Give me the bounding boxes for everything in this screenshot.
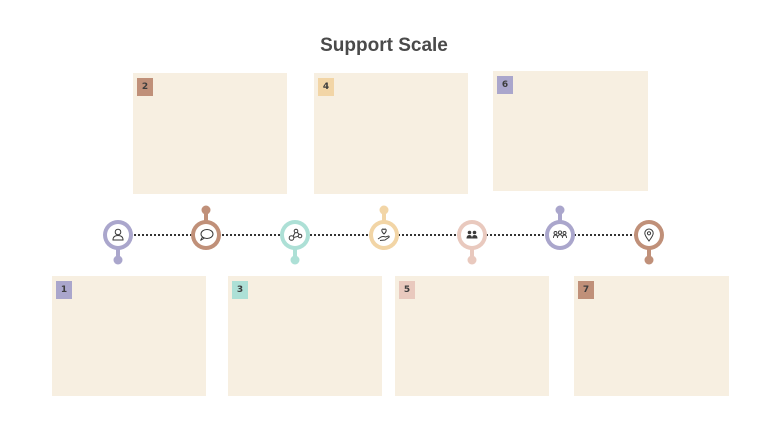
card-step-5: 5 xyxy=(395,276,549,396)
card-step-2: 2 xyxy=(133,73,287,194)
network-icon xyxy=(288,228,303,241)
two-people-icon xyxy=(466,230,478,239)
marker-step-7 xyxy=(633,204,665,266)
step-number-badge: 2 xyxy=(137,78,153,96)
speech-bubble-icon xyxy=(200,229,214,241)
card-step-7: 7 xyxy=(574,276,729,396)
group-icon xyxy=(553,230,567,239)
card-step-6: 6 xyxy=(493,71,648,191)
card-step-3: 3 xyxy=(228,276,382,396)
marker-step-5 xyxy=(456,204,488,266)
location-pin-icon xyxy=(644,228,654,242)
step-number-badge: 4 xyxy=(318,78,334,96)
card-step-1: 1 xyxy=(52,276,206,396)
page-title: Support Scale xyxy=(320,35,448,56)
step-number-badge: 1 xyxy=(56,281,72,299)
step-number-badge: 3 xyxy=(232,281,248,299)
heart-hand-icon xyxy=(377,228,390,241)
marker-step-4 xyxy=(368,204,400,266)
card-step-4: 4 xyxy=(314,73,468,194)
marker-step-6 xyxy=(544,204,576,266)
marker-step-1 xyxy=(102,204,134,266)
marker-step-2 xyxy=(190,204,222,266)
marker-step-3 xyxy=(279,204,311,266)
user-icon xyxy=(112,228,124,241)
step-number-badge: 6 xyxy=(497,76,513,94)
step-number-badge: 5 xyxy=(399,281,415,299)
step-number-badge: 7 xyxy=(578,281,594,299)
